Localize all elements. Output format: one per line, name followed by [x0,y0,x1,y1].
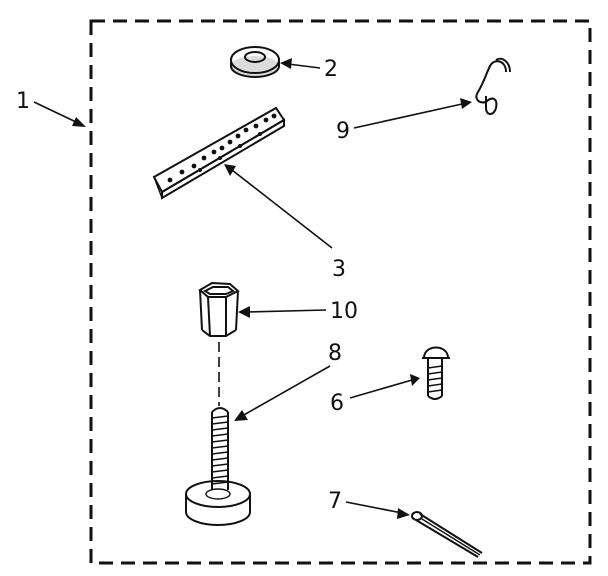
callout-label-leveling-leg: 8 [328,341,342,366]
bracket-icon [152,106,286,200]
callout-cotter-pin: 7 [328,489,410,519]
kit-boundary [89,19,592,565]
callout-coupling-nut: 10 [238,299,358,324]
hex-nut-icon [198,281,240,337]
screw-icon [422,346,450,400]
callout-kit: 1 [16,89,86,127]
callout-hook: 9 [336,98,472,144]
pin-icon [411,511,483,558]
callout-label-bracket: 3 [332,257,346,282]
leveling-leg-icon [185,407,251,526]
callout-label-screw: 6 [330,391,344,416]
washer-icon [230,46,280,78]
callout-label-cotter-pin: 7 [328,489,342,514]
hook-icon [475,57,511,115]
callout-screw: 6 [330,374,420,416]
callout-bracket: 3 [224,164,346,282]
callout-washer: 2 [280,57,338,82]
callout-label-washer: 2 [324,57,338,82]
callout-leveling-leg: 8 [234,341,342,421]
callout-label-coupling-nut: 10 [330,299,358,324]
callout-label-kit: 1 [16,89,30,114]
callout-label-hook: 9 [336,119,350,144]
